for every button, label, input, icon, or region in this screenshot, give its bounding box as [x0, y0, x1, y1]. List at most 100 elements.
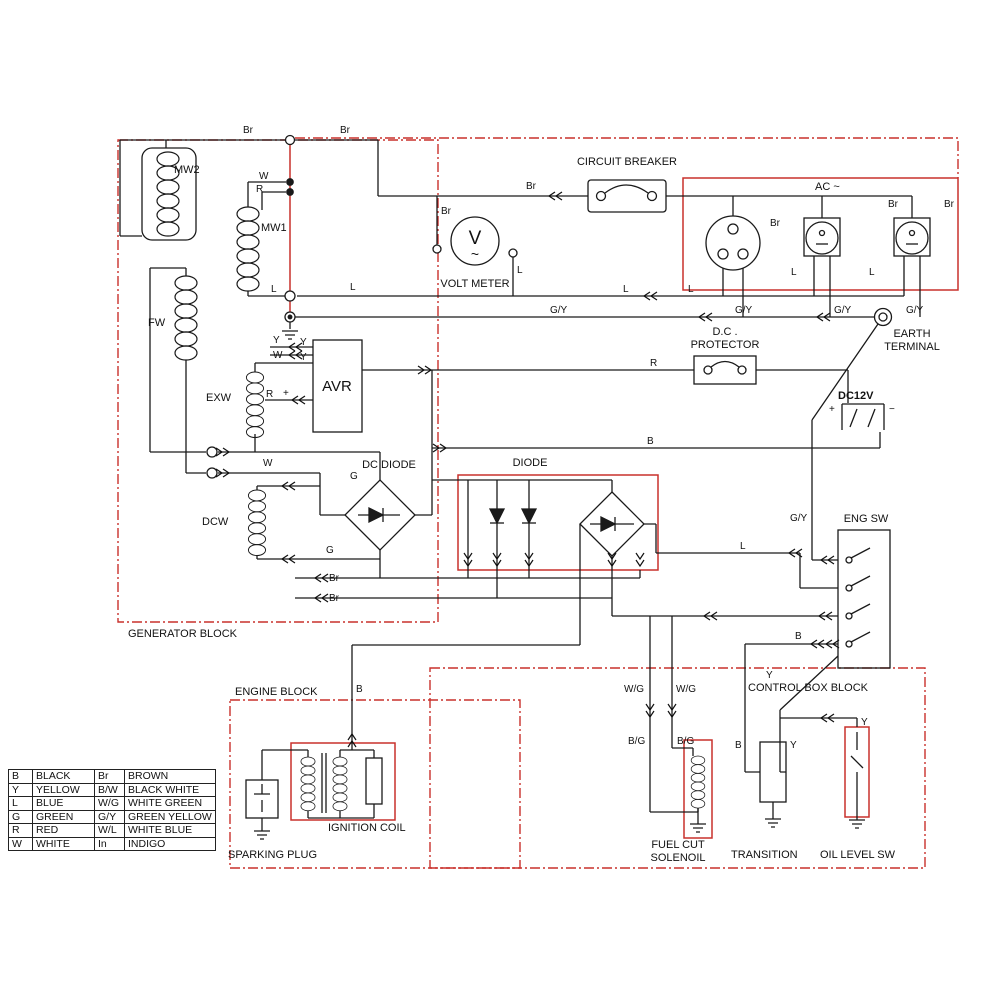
top-right-boundary — [295, 137, 959, 178]
wire-label: B — [795, 631, 802, 642]
ignition-core — [321, 753, 327, 813]
wire-label: W — [273, 350, 283, 361]
label-earth-1: EARTH — [893, 328, 930, 340]
wire-label: Br — [888, 199, 899, 210]
wire-label: W — [263, 458, 273, 469]
wire-label: R — [650, 358, 657, 369]
legend-color-name: RED — [32, 823, 95, 838]
wires — [119, 139, 921, 831]
legend-code: W — [8, 836, 33, 851]
wire-label: L — [791, 267, 797, 278]
ground-transition — [764, 818, 782, 828]
legend-code: Y — [8, 782, 33, 797]
wire-label: B — [356, 684, 363, 695]
avr-box — [312, 339, 363, 433]
volt-meter-wave: ~ — [471, 246, 479, 262]
wire-label: L — [350, 282, 356, 293]
label-mw1: MW1 — [261, 222, 287, 234]
wire-label: Y — [273, 335, 280, 346]
dc12v-connector — [841, 403, 885, 430]
volt-meter-symbol: V — [469, 228, 482, 249]
wire-label: Br — [243, 125, 254, 136]
dc-protector-contact — [710, 360, 740, 368]
block-borders — [117, 137, 959, 869]
volt-meter-terminal-right — [508, 248, 518, 258]
wire-label: Br — [329, 593, 340, 604]
wire-label: G/Y — [550, 305, 568, 316]
mw2-winding-outline — [141, 147, 197, 241]
wire-label: L — [740, 541, 746, 552]
wire-label: L — [271, 284, 277, 295]
control-box-block-border — [429, 667, 926, 869]
wire-label: W/G — [624, 684, 644, 695]
legend-color-name: GREEN — [32, 809, 95, 824]
wire-label: L — [623, 284, 629, 295]
wire-label: L — [517, 265, 523, 276]
ground-sparking-plug — [253, 830, 271, 840]
receptacle-3-frame — [893, 217, 931, 257]
dc-protector-box — [693, 355, 757, 385]
legend-code: G/Y — [94, 809, 125, 824]
wire-label: B/G — [677, 736, 694, 747]
ignition-secondary-coil — [332, 756, 348, 812]
wire-label: G — [350, 471, 358, 482]
legend-code: W/G — [94, 796, 125, 811]
label-avr: AVR — [322, 378, 352, 395]
label-generator-block: GENERATOR BLOCK — [128, 628, 238, 640]
wire-label: G — [326, 545, 334, 556]
wire-label: Br — [770, 218, 781, 229]
label-dc-protector-1: D.C . — [712, 326, 737, 338]
label-control-box-block: CONTROL BOX BLOCK — [748, 682, 869, 694]
wire-label: R — [266, 389, 273, 400]
ignition-primary-coil — [300, 756, 316, 812]
label-dc-protector-2: PROTECTOR — [691, 339, 760, 351]
eng-sw-box — [837, 529, 891, 669]
label-earth-2: TERMINAL — [884, 341, 940, 353]
label-fuel-cut-2: SOLENOIL — [650, 852, 705, 864]
wire-label: Br — [944, 199, 955, 210]
wire-label: Y — [861, 717, 868, 728]
fw-coil — [174, 275, 198, 361]
wire-label: W — [259, 171, 269, 182]
wire-label: G/Y — [834, 305, 852, 316]
wire-label: G/Y — [735, 305, 753, 316]
eng-sw-blades — [850, 547, 871, 643]
legend-color-name: INDIGO — [124, 836, 216, 851]
wire-label: Br — [329, 573, 340, 584]
volt-meter-dial — [450, 216, 500, 266]
legend-color-name: WHITE BLUE — [124, 823, 216, 838]
wire-label: G/Y — [906, 305, 924, 316]
legend-color-name: BLACK — [32, 769, 95, 784]
ground-oil-level-sw — [848, 819, 866, 829]
wire-label: B — [647, 436, 654, 447]
legend-code: G — [8, 809, 33, 824]
ignition-coil-box — [290, 742, 396, 821]
junction-top — [284, 134, 296, 146]
circuit-breaker-contact — [604, 184, 649, 194]
fuel-cut-solenoid-box — [683, 739, 713, 839]
diode-bridge-2 — [579, 491, 645, 557]
label-oil-level-sw: OIL LEVEL SW — [820, 849, 896, 861]
label-exw: EXW — [206, 392, 232, 404]
wires-top-bus — [120, 139, 921, 318]
components — [141, 134, 931, 840]
label-transition: TRANSITION — [731, 849, 798, 861]
legend-code: R — [8, 823, 33, 838]
legend-code: In — [94, 836, 125, 851]
fw-terminal-2 — [206, 467, 218, 479]
label-sparking-plug: SPARKING PLUG — [228, 849, 317, 861]
label-dc12v: DC12V — [838, 390, 874, 402]
legend-code: B — [8, 769, 33, 784]
transition-body — [759, 741, 787, 803]
wire-label: G/Y — [790, 513, 808, 524]
wire-label: Y — [766, 670, 773, 681]
label-ac: AC ~ — [815, 181, 840, 193]
wire-label: B — [735, 740, 742, 751]
label-dc-diode: DC DIODE — [362, 459, 416, 471]
